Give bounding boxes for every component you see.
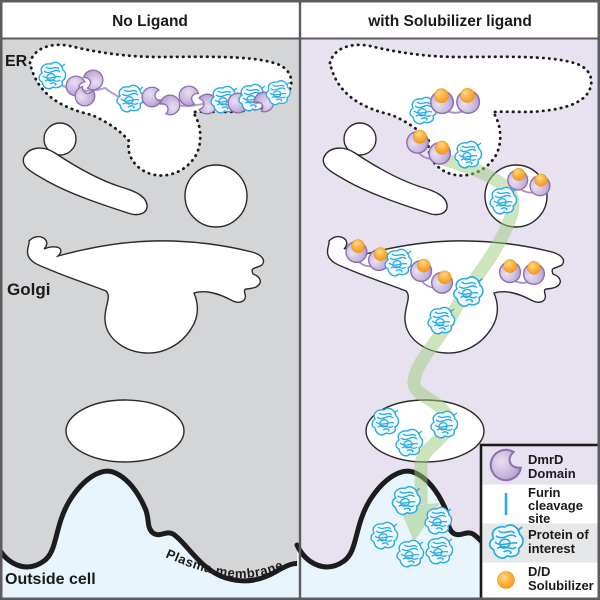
legend-label: Solubilizer — [528, 578, 594, 593]
golgi-label: Golgi — [7, 280, 50, 299]
legend-label: DmrD — [528, 452, 563, 467]
legend-label: Protein of — [528, 527, 589, 542]
right-panel-title: with Solubilizer ligand — [367, 13, 532, 30]
legend-label: Domain — [528, 466, 576, 481]
outside-cell-label: Outside cell — [5, 571, 96, 588]
legend-label: D/D — [528, 564, 550, 579]
left-panel-title: No Ligand — [112, 13, 188, 30]
legend-label: cleavage — [528, 498, 583, 513]
protein-of-interest-glyph — [396, 539, 425, 568]
protein-of-interest-glyph — [391, 485, 421, 516]
dd-solubilizer-icon — [497, 571, 515, 589]
protein-of-interest-glyph — [489, 186, 518, 215]
protein-of-interest-glyph — [424, 506, 453, 535]
right-header-box — [301, 2, 598, 38]
left-header-box — [2, 2, 299, 38]
protein-of-interest-glyph — [371, 407, 400, 436]
legend-label: interest — [528, 541, 576, 556]
legend: DmrD Domain Furin cleavage site Protein … — [479, 443, 600, 600]
er-label: ER — [5, 53, 28, 70]
protein-of-interest-icon — [488, 524, 524, 559]
legend-row-furin — [482, 484, 598, 524]
protein-of-interest-glyph — [38, 61, 67, 90]
protein-of-interest-glyph — [370, 521, 399, 550]
protein-of-interest-glyph — [384, 248, 413, 277]
protein-of-interest-glyph — [395, 428, 424, 457]
legend-label: site — [528, 511, 550, 526]
protein-of-interest-glyph — [452, 276, 484, 307]
legend-label: Furin — [528, 485, 561, 500]
protein-of-interest-glyph — [427, 306, 456, 335]
protein-of-interest-glyph — [425, 536, 454, 565]
protein-of-interest-glyph — [430, 410, 459, 439]
protein-of-interest-glyph — [265, 80, 291, 106]
protein-of-interest-glyph — [116, 84, 145, 113]
protein-of-interest-glyph — [454, 140, 483, 169]
